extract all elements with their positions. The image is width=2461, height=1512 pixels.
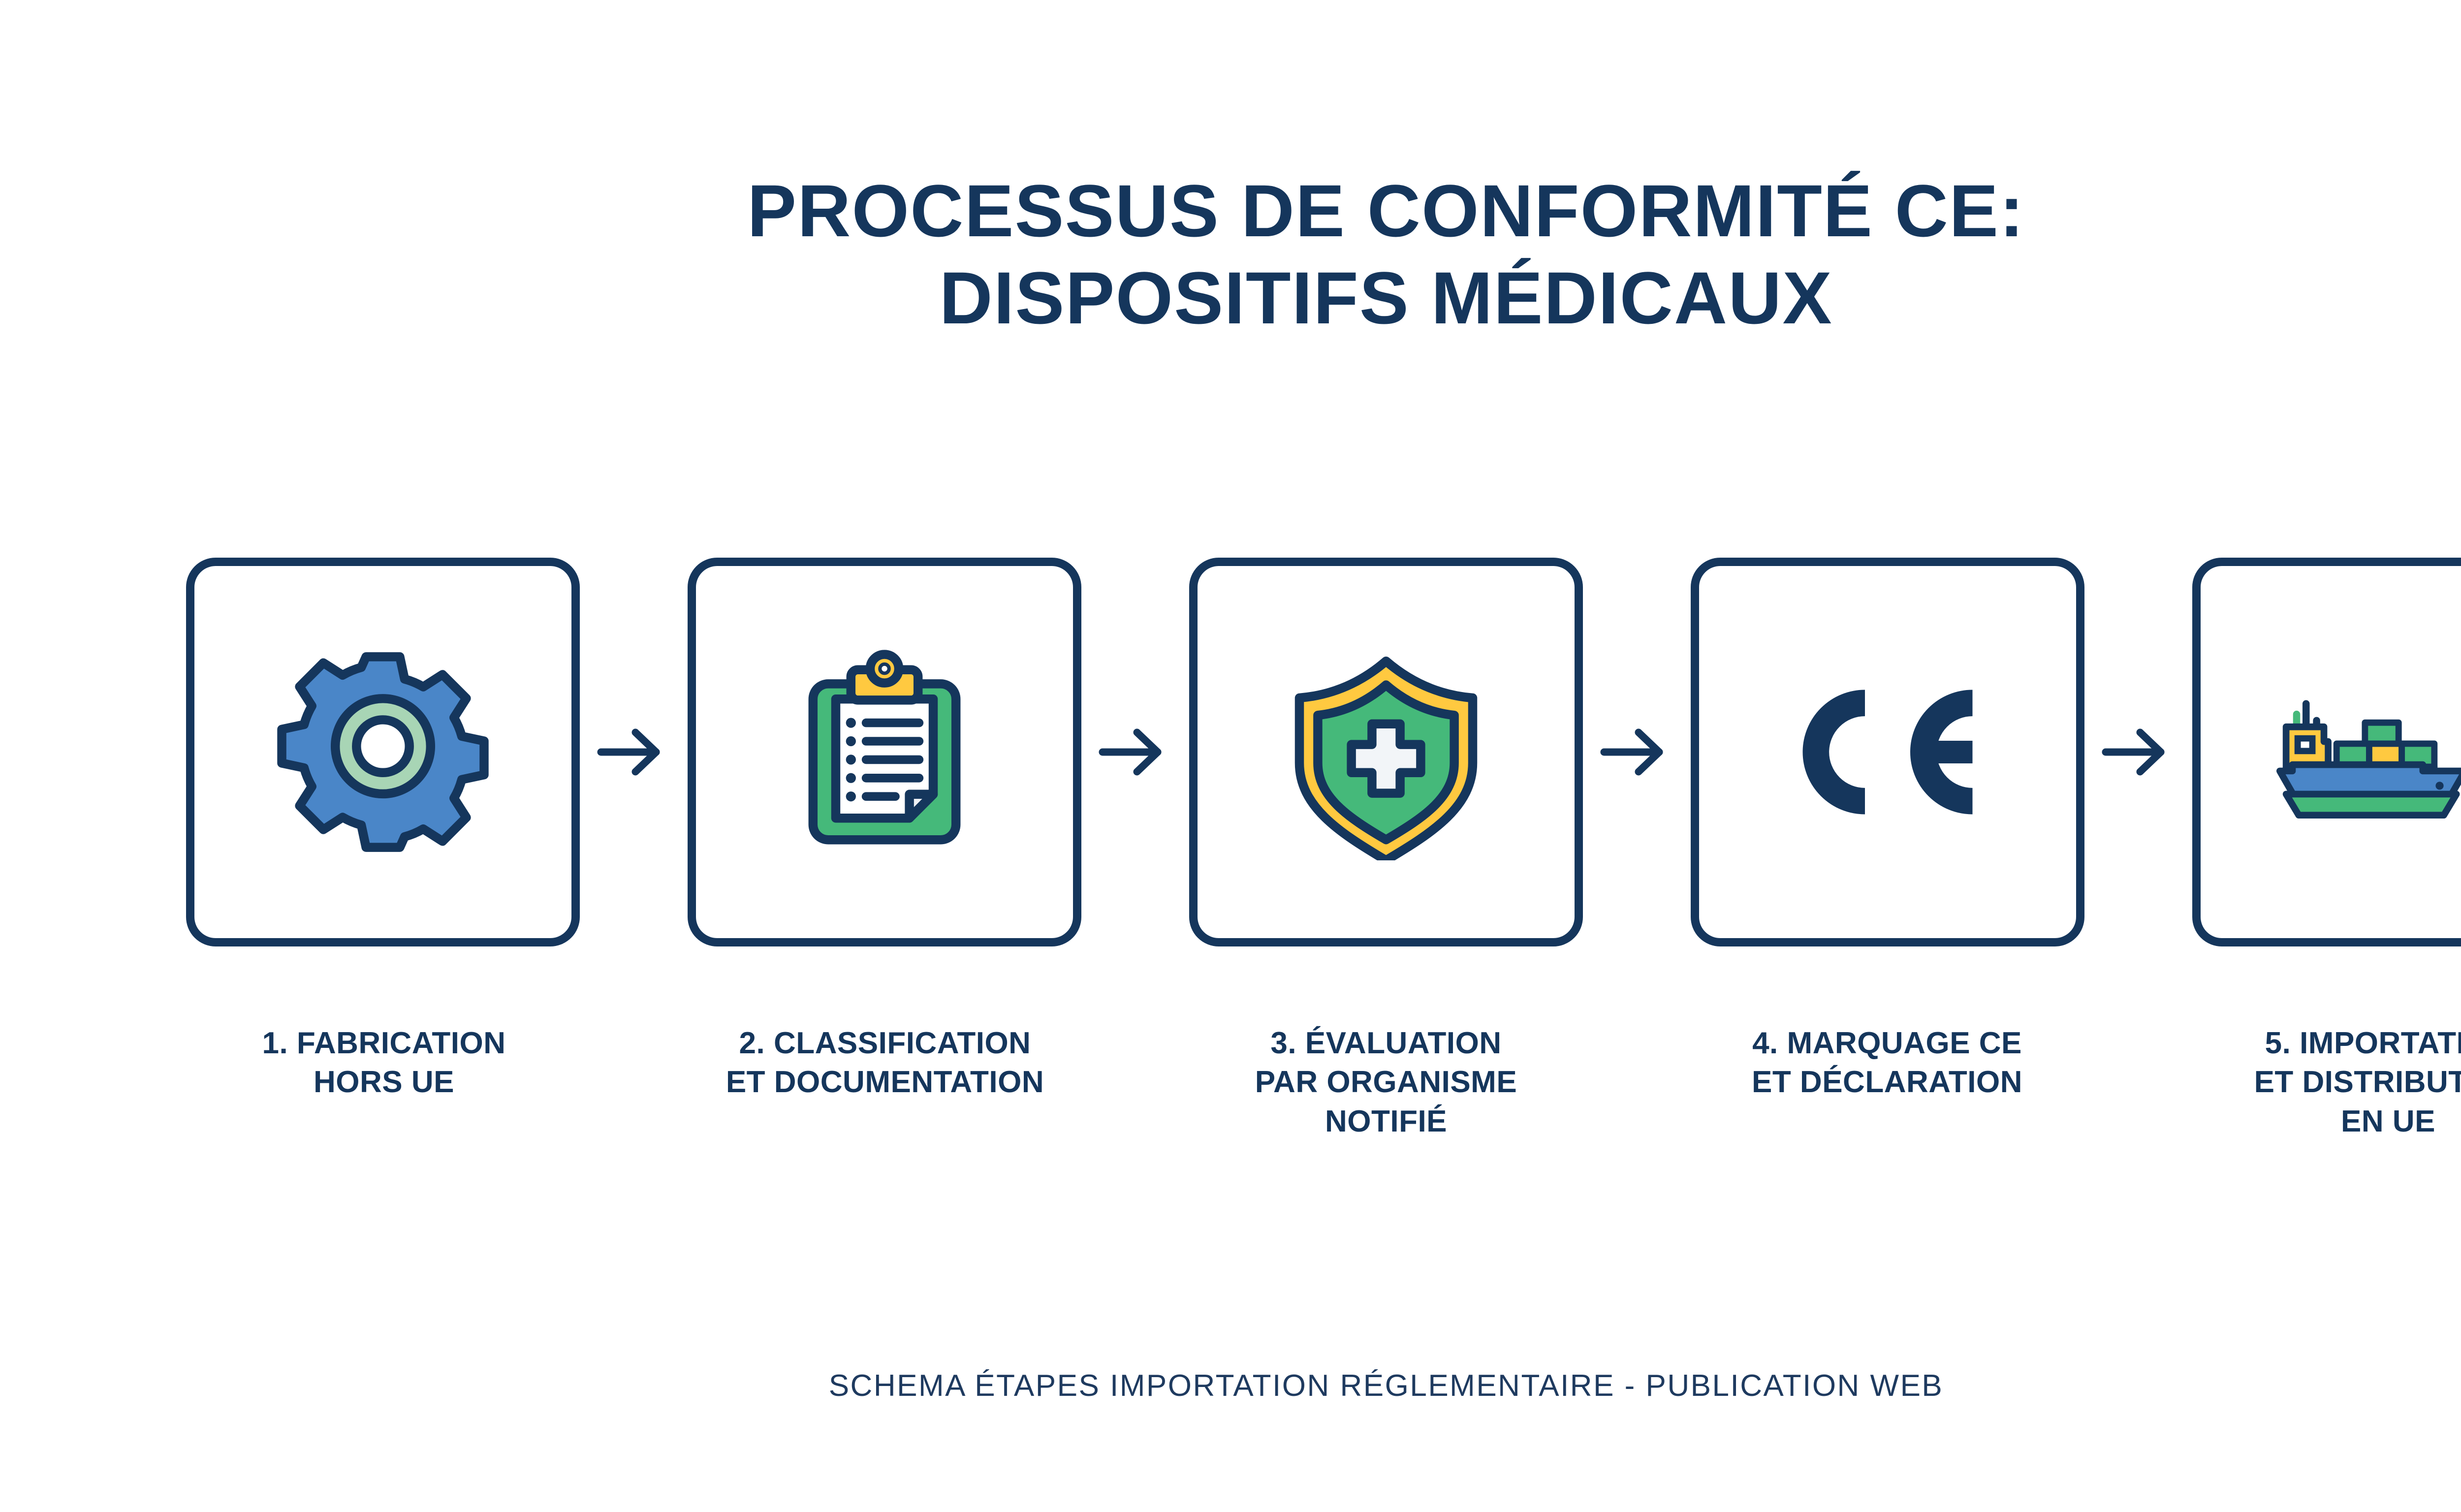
step-5-caption-line-1: 5. IMPORTATION	[2265, 1026, 2461, 1060]
step-2-caption-line-1: 2. CLASSIFICATION	[739, 1026, 1031, 1060]
arrow-1-cell	[590, 558, 678, 946]
arrow-2-cell	[1091, 558, 1180, 946]
step-2-caption-line-2: ET DOCUMENTATION	[726, 1065, 1044, 1100]
step-captions-row: 1. FABRICATION HORS UE 2. CLASSIFICATION…	[148, 1024, 2461, 1141]
step-3-caption-line-2: PAR ORGANISME	[1255, 1065, 1517, 1100]
step-4-caption: 4. MARQUAGE CE ET DÉCLARATION	[1651, 1024, 2123, 1102]
arrow-4-cell	[2094, 558, 2183, 946]
step-3-cell	[1189, 558, 1583, 946]
arrow-right-icon	[1099, 728, 1161, 776]
step-5-caption-line-3: EN UE	[2341, 1104, 2435, 1138]
process-steps-row	[186, 555, 2461, 949]
title-line-2: DISPOSITIFS MÉDICAUX	[939, 256, 1833, 339]
ce-mark-icon	[1802, 690, 1973, 815]
step-4-icon-box[interactable]	[1691, 558, 2084, 946]
arrow-right-icon	[597, 728, 660, 776]
step-3-caption-line-3: NOTIFIÉ	[1325, 1104, 1448, 1138]
footer-caption: SCHEMA ÉTAPES IMPORTATION RÉGLEMENTAIRE …	[828, 1369, 1944, 1403]
gear-icon	[277, 652, 489, 852]
step-3-caption-line-1: 3. ÉVALUATION	[1270, 1026, 1502, 1060]
step-3-icon-box[interactable]	[1189, 558, 1583, 946]
step-1-caption-line-1: 1. FABRICATION	[262, 1026, 506, 1060]
step-1-caption: 1. FABRICATION HORS UE	[148, 1024, 620, 1102]
step-1-icon-box[interactable]	[186, 558, 580, 946]
step-1-cell	[186, 558, 580, 946]
step-2-icon-box[interactable]	[688, 558, 1081, 946]
container-ship-icon	[2276, 700, 2461, 819]
arrow-right-icon	[1600, 728, 1663, 776]
step-2-cell	[688, 558, 1081, 946]
step-5-cell	[2192, 558, 2461, 946]
shield-medical-cross-icon	[1294, 656, 1478, 860]
step-2-caption: 2. CLASSIFICATION ET DOCUMENTATION	[649, 1024, 1121, 1102]
step-5-caption: 5. IMPORTATION ET DISTRIBUTION EN UE	[2152, 1024, 2461, 1141]
step-4-cell	[1691, 558, 2084, 946]
step-3-caption: 3. ÉVALUATION PAR ORGANISME NOTIFIÉ	[1150, 1024, 1622, 1141]
step-4-caption-line-1: 4. MARQUAGE CE	[1752, 1026, 2022, 1060]
step-4-caption-line-2: ET DÉCLARATION	[1751, 1065, 2023, 1100]
step-5-icon-box[interactable]	[2192, 558, 2461, 946]
step-5-caption-line-2: ET DISTRIBUTION	[2254, 1065, 2461, 1100]
arrow-3-cell	[1593, 558, 1681, 946]
clipboard-checklist-icon	[808, 650, 961, 845]
page-title: PROCESSUS DE CONFORMITÉ CE: DISPOSITIFS …	[0, 167, 2461, 342]
step-1-caption-line-2: HORS UE	[314, 1065, 454, 1100]
title-line-1: PROCESSUS DE CONFORMITÉ CE:	[747, 169, 2025, 252]
arrow-right-icon	[2102, 728, 2164, 776]
